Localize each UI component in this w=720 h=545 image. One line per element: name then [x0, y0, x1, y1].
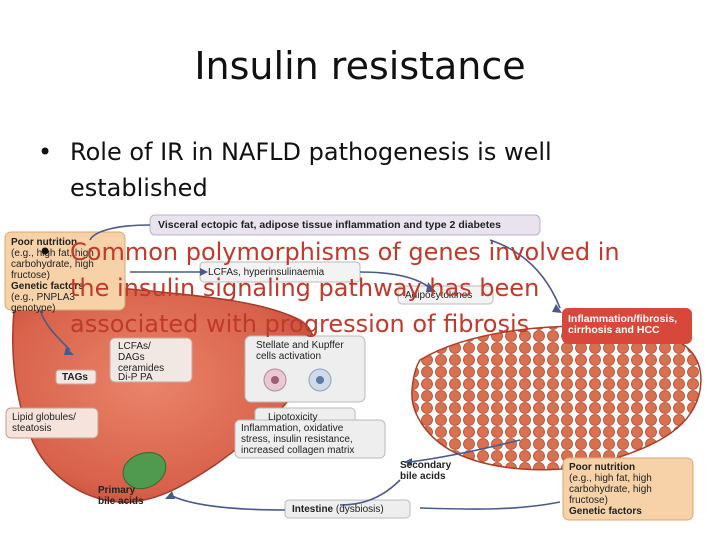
inflammation-oxidative-line: Inflammation, oxidative [241, 423, 344, 434]
top-banner-text: Visceral ectopic fat, adipose tissue inf… [158, 219, 501, 231]
poor-nutrition-right-line: carbohydrate, high [569, 484, 652, 495]
stellate-label: Stellate and Kupffer cells activation [256, 340, 344, 362]
poor-nutrition-left-bg [4, 231, 126, 311]
poor-nutrition-right-line: fructose) [569, 495, 608, 506]
poor-nutrition-left-line: Poor nutrition [11, 237, 78, 248]
slide-title: Insulin resistance [194, 44, 526, 88]
inflammation-badge-bg [562, 308, 692, 344]
adipocytokines-bg [397, 285, 494, 305]
lipotoxicity-label: Lipotoxicity [268, 412, 318, 423]
bullet-dot: • [38, 138, 53, 166]
secondary-bile-line: bile acids [400, 471, 446, 482]
lipid-globules-label: Lipid globules/ steatosis [12, 412, 76, 434]
bullet-1-line: • Role of IR in NAFLD pathogenesis is wel… [38, 134, 678, 170]
poor-nutrition-right-bg [562, 457, 694, 521]
inflammation-oxidative-line: increased collagen matrix [241, 445, 355, 456]
poor-nutrition-right: Poor nutrition (e.g., high fat, high car… [569, 462, 652, 517]
adipocytokines-label: Adipocytokines [405, 290, 473, 301]
lcfas-hyperinsulinaemia-label: LCFAs, hyperinsulinaemia [208, 267, 325, 278]
tags-label: TAGs [62, 372, 88, 383]
inflammation-oxidative-bg [234, 419, 386, 459]
intestine-label: Intestine (dysbiosis) [292, 504, 384, 515]
poor-nutrition-right-line: Poor nutrition [569, 462, 636, 473]
lipid-globules-bg [5, 407, 99, 439]
inflammation-fibrosis-label: Inflammation/fibrosis, cirrhosis and HCC [568, 314, 677, 336]
lcfas-dags-line: DAGs [118, 352, 145, 363]
inflammation-fibrosis-line: cirrhosis and HCC [568, 324, 660, 336]
secondary-bile-line: Secondary [400, 460, 452, 471]
bullet-dot: • [38, 238, 53, 266]
primary-bile-line: bile acids [98, 496, 144, 507]
lipid-globules-line: Lipid globules/ [12, 412, 76, 423]
lcfas-dags-line: LCFAs/ [118, 341, 151, 352]
bullet-1: • Role of IR in NAFLD pathogenesis is wel… [38, 134, 678, 206]
bullet-2-line: associated with progression of fibrosis [70, 310, 530, 338]
nafld-pathogenesis-diagram: Visceral ectopic fat, adipose tissue inf… [0, 210, 720, 540]
fibrotic-liver-shape [411, 325, 702, 471]
inflammation-oxidative-line: stress, insulin resistance, [241, 434, 353, 445]
poor-nutrition-left-line: genotype) [11, 303, 56, 314]
dipa-label: Di-P PA [118, 372, 153, 383]
intestine-word: Intestine [292, 504, 334, 515]
lcfas-dags-label: LCFAs/ DAGs ceramides [118, 341, 164, 374]
intestine-bg [284, 499, 411, 519]
lcfas-dags-bg [109, 337, 193, 383]
inflammation-fibrosis-line: Inflammation/fibrosis, [568, 313, 678, 325]
bullet-1-line: established [70, 174, 208, 202]
poor-nutrition-left-line: carbohydrate, high [11, 259, 94, 270]
poor-nutrition-left-line: fructose) [11, 270, 50, 281]
gallbladder-shape [122, 452, 167, 490]
bullet-2-text: Common polymorphisms of genes involved i… [70, 238, 620, 266]
lcfas-dags-line: ceramides [118, 363, 165, 374]
diagram-graphics [4, 214, 702, 521]
tags-bg [55, 369, 97, 385]
bullet-1-text: Role of IR in NAFLD pathogenesis is well [70, 138, 552, 166]
bullet-2: • Common polymorphisms of genes involved … [38, 234, 698, 342]
primary-bile-label: Primary bile acids [98, 485, 144, 507]
lipid-globules-line: steatosis [12, 423, 52, 434]
poor-nutrition-right-line: (e.g., high fat, high [569, 473, 652, 484]
poor-nutrition-left-line: (e.g., high fat, high [11, 248, 94, 259]
stellate-line: Stellate and Kupffer [256, 340, 344, 351]
bullet-2-line: • Common polymorphisms of genes involved … [38, 234, 698, 270]
dysbiosis-word: (dysbiosis) [335, 504, 384, 515]
poor-nutrition-right-line: Genetic factors [569, 506, 642, 517]
primary-bile-line: Primary [98, 485, 136, 496]
inflammation-oxidative-label: Inflammation, oxidative stress, insulin … [241, 423, 354, 456]
secondary-bile-label: Secondary bile acids [400, 460, 451, 482]
poor-nutrition-left-line: (e.g., PNPLA3 [11, 292, 75, 303]
stellate-line: cells activation [256, 351, 322, 362]
poor-nutrition-left-line: Genetic factors [11, 281, 84, 292]
poor-nutrition-left: Poor nutrition (e.g., high fat, high car… [11, 237, 123, 314]
bullet-2-line: the insulin signaling pathway has been [70, 274, 540, 302]
